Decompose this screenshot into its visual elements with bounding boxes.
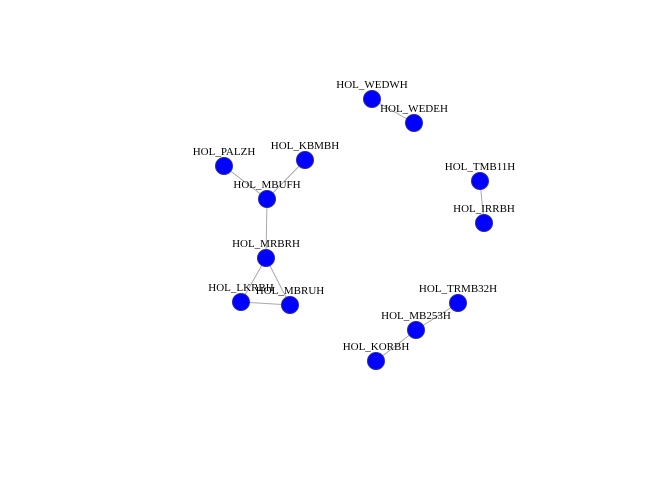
node-hol-lkrbh[interactable] — [232, 293, 250, 311]
node-hol-mbufh[interactable] — [258, 190, 276, 208]
node-label-hol-korbh: HOL_KORBH — [343, 341, 410, 353]
node-label-hol-tmb11h: HOL_TMB11H — [445, 161, 516, 173]
edge-hol-kbmbh-hol-mbufh — [266, 159, 306, 200]
node-hol-mrbrh[interactable] — [257, 249, 275, 267]
node-label-hol-palzh: HOL_PALZH — [193, 146, 256, 158]
node-label-hol-irrbh: HOL_IRRBH — [453, 203, 515, 215]
node-hol-kbmbh[interactable] — [296, 151, 314, 169]
node-label-hol-mb253h: HOL_MB253H — [381, 310, 451, 322]
node-hol-korbh[interactable] — [367, 352, 385, 370]
edge-hol-palzh-hol-mbufh — [223, 165, 268, 200]
node-label-hol-mbufh: HOL_MBUFH — [233, 179, 300, 191]
edge-hol-mbufh-hol-mrbrh — [265, 198, 268, 259]
node-hol-wedeh[interactable] — [405, 114, 423, 132]
node-layer — [215, 90, 493, 370]
node-hol-irrbh[interactable] — [475, 214, 493, 232]
node-label-hol-lkrbh: HOL_LKRBH — [208, 282, 273, 294]
node-hol-trmb32h[interactable] — [449, 294, 467, 312]
node-label-hol-mrbrh: HOL_MRBRH — [232, 238, 300, 250]
node-label-hol-wedwh: HOL_WEDWH — [336, 79, 408, 91]
node-hol-mbruh[interactable] — [281, 296, 299, 314]
node-hol-wedwh[interactable] — [363, 90, 381, 108]
node-hol-palzh[interactable] — [215, 157, 233, 175]
node-label-hol-wedeh: HOL_WEDEH — [380, 103, 448, 115]
node-label-hol-trmb32h: HOL_TRMB32H — [419, 283, 497, 295]
label-layer: HOL_WEDWH HOL_WEDEH HOL_PALZH HOL_KBMBH HOL_… — [193, 79, 516, 353]
node-hol-tmb11h[interactable] — [471, 172, 489, 190]
node-hol-mb253h[interactable] — [407, 321, 425, 339]
node-label-hol-kbmbh: HOL_KBMBH — [271, 140, 340, 152]
node-label-hol-mbruh: HOL_MBRUH — [256, 285, 325, 297]
